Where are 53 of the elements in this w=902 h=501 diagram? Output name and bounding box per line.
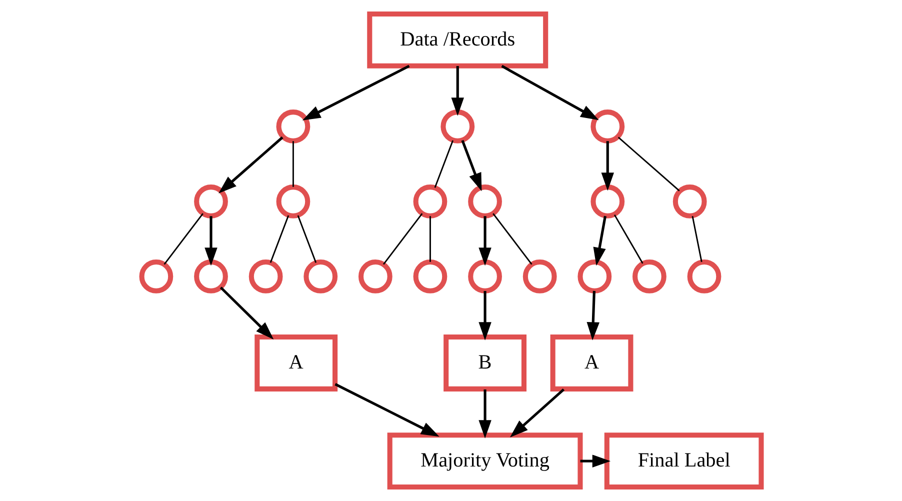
- connector: [492, 213, 532, 265]
- node-box: B: [443, 334, 526, 392]
- connector: [613, 214, 643, 264]
- arrow: [450, 66, 464, 116]
- arrow: [580, 454, 610, 468]
- arrow: [334, 383, 439, 437]
- arrow: [600, 141, 614, 191]
- connector: [434, 140, 454, 188]
- node-circle: [138, 260, 173, 294]
- node-box: A: [254, 334, 338, 392]
- node-circle: [194, 260, 228, 294]
- connector: [429, 216, 430, 262]
- connector: [269, 215, 289, 263]
- node-circle: [468, 184, 502, 218]
- connector: [296, 215, 316, 263]
- arrow: [592, 216, 606, 266]
- node-circle: [276, 184, 310, 218]
- connector: [163, 213, 203, 265]
- node-circle: [412, 184, 447, 218]
- arrow: [586, 290, 599, 340]
- node-circle: [303, 260, 338, 294]
- node-box: Final Label: [604, 432, 764, 490]
- connector: [617, 136, 680, 192]
- node-circle: [577, 260, 612, 294]
- node-circle: [632, 260, 666, 294]
- node-box: A: [550, 334, 633, 392]
- connector: [292, 141, 294, 187]
- node-circle: [440, 110, 474, 144]
- arrow: [460, 140, 482, 192]
- node-circle: [358, 260, 392, 294]
- node-circle: [686, 260, 721, 294]
- arrow: [478, 216, 491, 266]
- connector: [382, 213, 422, 265]
- node-circle: [522, 260, 556, 294]
- arrow: [302, 64, 410, 120]
- node-circle: [590, 184, 624, 218]
- node-circle: [590, 110, 624, 144]
- arrow: [509, 388, 564, 438]
- node-circle: [194, 184, 228, 218]
- arrow: [219, 286, 274, 340]
- arrow: [218, 136, 283, 194]
- node-circle: [412, 260, 447, 294]
- node-box: Majority Voting: [386, 432, 582, 490]
- arrow: [204, 216, 217, 266]
- node-circle: [276, 110, 310, 144]
- node-circle: [672, 184, 706, 218]
- node-circle: [248, 260, 282, 294]
- connector: [691, 216, 702, 262]
- arrow: [478, 389, 491, 438]
- arrow: [500, 64, 598, 120]
- node-box: Data /Records: [366, 11, 548, 68]
- node-circle: [468, 260, 502, 294]
- arrow: [478, 290, 491, 340]
